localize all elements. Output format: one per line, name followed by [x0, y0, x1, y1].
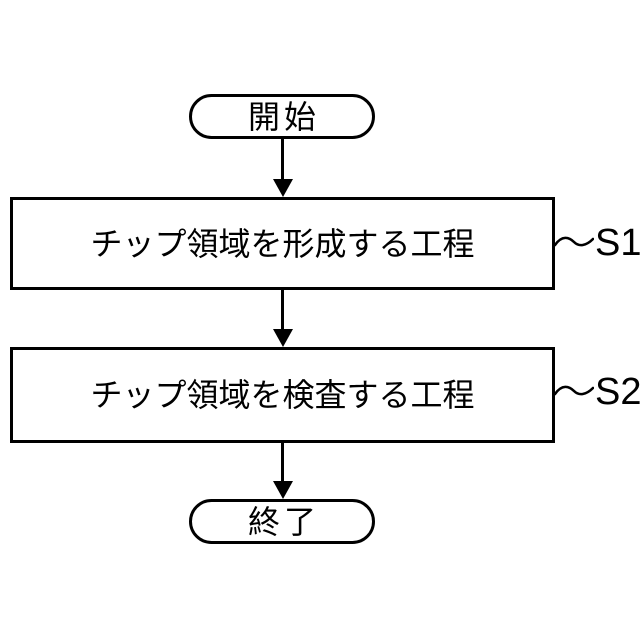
flow-node-start: 開始 [189, 94, 375, 139]
tilde-connector-icon [554, 385, 594, 396]
flow-node-step1: チップ領域を形成する工程 [10, 197, 555, 290]
tilde-connector-icon [554, 236, 594, 247]
flow-node-step2: チップ領域を検査する工程 [10, 347, 555, 443]
step1-ref-text: S1 [595, 222, 640, 264]
arrow-down-icon [272, 179, 293, 197]
arrow-line [281, 290, 284, 329]
arrow-line [281, 139, 284, 179]
arrow-down-icon [272, 481, 293, 499]
start-label: 開始 [247, 98, 320, 135]
arrow-step1-to-step2 [272, 290, 293, 347]
arrow-start-to-step1 [272, 139, 293, 197]
step2-ref-text: S2 [595, 371, 640, 413]
step2-ref-label: S2 [554, 372, 640, 412]
flow-node-end: 終了 [189, 499, 375, 544]
step1-ref-label: S1 [554, 223, 640, 263]
arrow-step2-to-end [272, 443, 293, 499]
end-label: 終了 [247, 503, 320, 540]
step2-label: チップ領域を検査する工程 [90, 377, 475, 413]
arrow-down-icon [272, 329, 293, 347]
arrow-line [281, 443, 284, 481]
step1-label: チップ領域を形成する工程 [90, 225, 475, 262]
